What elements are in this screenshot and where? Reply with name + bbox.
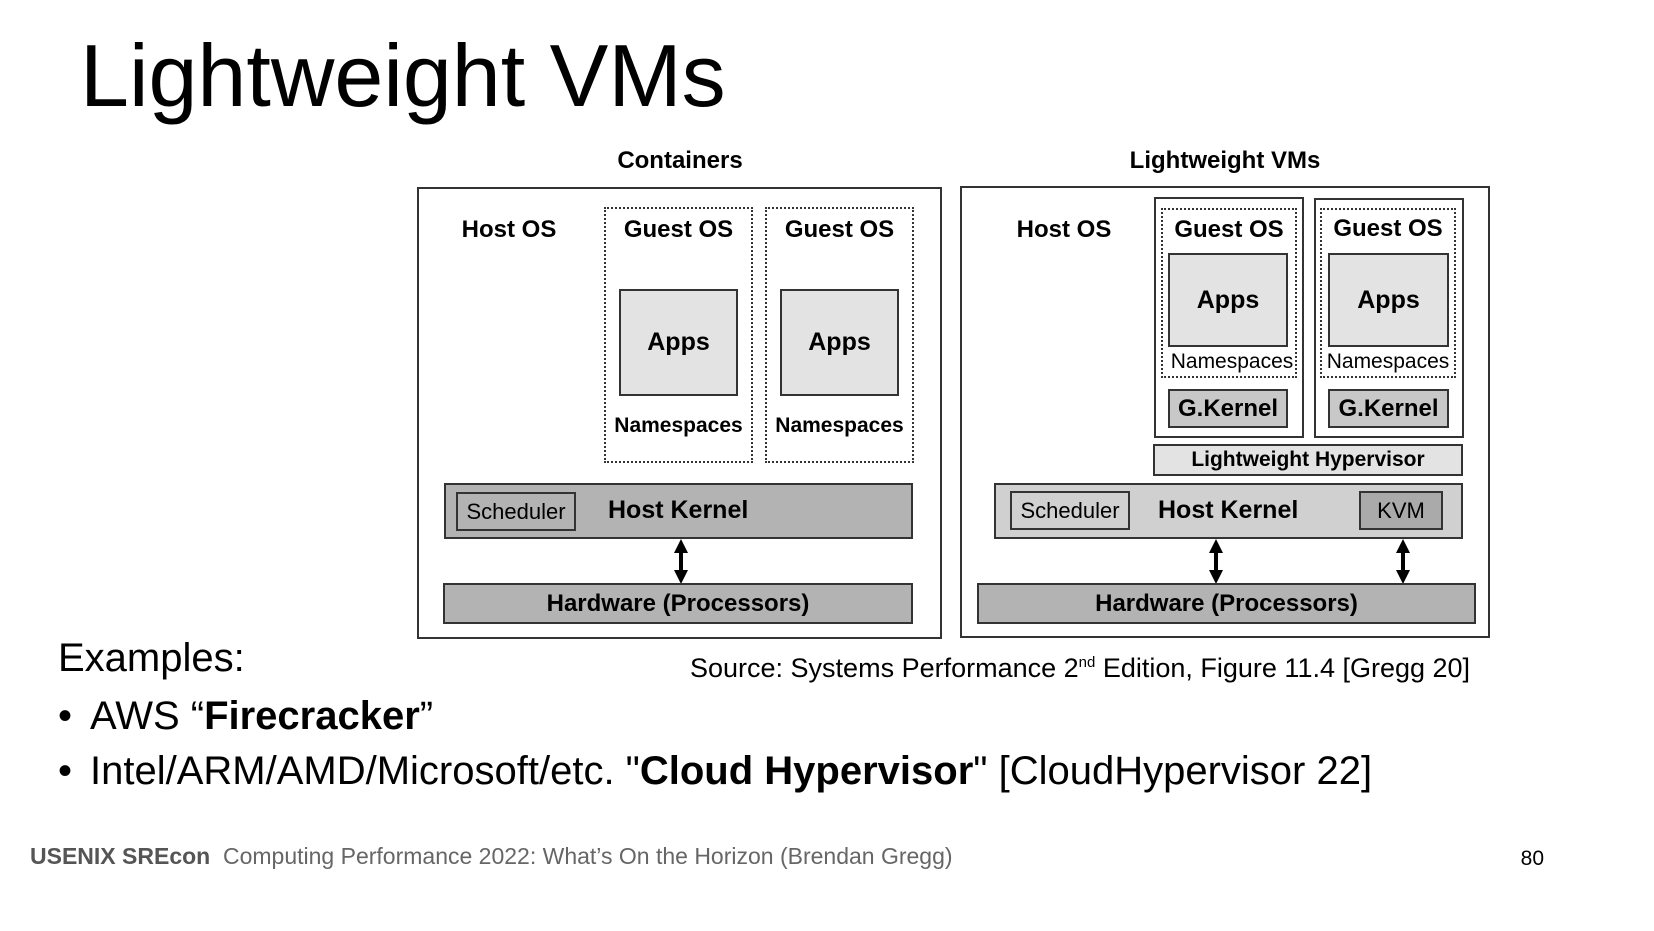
- lvm-apps-box-1: Apps: [1168, 253, 1288, 347]
- containers-host-os-label: Host OS: [461, 216, 557, 243]
- examples-heading: Examples:: [58, 636, 245, 680]
- source-prefix: Source: Systems Performance 2: [690, 653, 1079, 683]
- containers-namespaces-label-1: Namespaces: [614, 414, 743, 437]
- lvm-namespaces-label-1: Namespaces: [1170, 350, 1294, 373]
- page-number: 80: [1520, 847, 1544, 870]
- lvm-host-kernel-label: Host Kernel: [1158, 496, 1299, 524]
- slide-footer: USENIX SREcon Computing Performance 2022…: [30, 843, 953, 870]
- containers-apps-box-2: Apps: [780, 289, 899, 396]
- example-pre: AWS “: [90, 694, 205, 738]
- containers-guest-os-box-2: [765, 207, 914, 463]
- footer-talk: Computing Performance 2022: What’s On th…: [223, 843, 953, 869]
- containers-kernel-hardware-arrow-icon: [674, 539, 688, 584]
- containers-caption: Containers: [617, 147, 743, 174]
- lvm-kvm-box: KVM: [1359, 491, 1443, 530]
- slide-title: Lightweight VMs: [80, 26, 726, 125]
- source-suffix: Edition, Figure 11.4 [Gregg 20]: [1095, 653, 1471, 683]
- lvm-kernel-hardware-arrow-icon: [1209, 539, 1223, 584]
- example-pre: Intel/ARM/AMD/Microsoft/etc. ": [90, 749, 640, 793]
- lvm-scheduler-box: Scheduler: [1010, 491, 1130, 530]
- figure-source: Source: Systems Performance 2nd Edition,…: [690, 653, 1470, 684]
- lvm-guest-os-label-1: Guest OS: [1174, 216, 1284, 243]
- containers-scheduler-box: Scheduler: [456, 492, 576, 531]
- example-item-firecracker: • AWS “Firecracker”: [58, 694, 433, 739]
- lvm-guest-kernel-box-2: G.Kernel: [1328, 389, 1449, 428]
- lvm-hardware-bar: Hardware (Processors): [977, 583, 1476, 624]
- containers-hardware-bar: Hardware (Processors): [443, 583, 913, 624]
- bullet-icon: •: [58, 749, 73, 793]
- containers-guest-os-box-1: [604, 207, 753, 463]
- example-post: " [CloudHypervisor 22]: [973, 749, 1373, 793]
- lvm-guest-os-label-2: Guest OS: [1333, 215, 1443, 242]
- lvm-guest-kernel-box-1: G.Kernel: [1168, 389, 1288, 428]
- lvm-host-os-label: Host OS: [1016, 216, 1112, 243]
- source-superscript: nd: [1078, 654, 1096, 671]
- example-bold: Firecracker: [204, 694, 420, 738]
- containers-namespaces-label-2: Namespaces: [775, 414, 904, 437]
- containers-guest-os-label-1: Guest OS: [623, 216, 734, 243]
- bullet-icon: •: [58, 694, 73, 738]
- containers-apps-box-1: Apps: [619, 289, 738, 396]
- lvm-kvm-hardware-arrow-icon: [1396, 539, 1410, 584]
- containers-host-kernel-label: Host Kernel: [608, 496, 749, 524]
- lvm-guest-os-box-1: [1161, 208, 1297, 378]
- example-bold: Cloud Hypervisor: [639, 749, 974, 793]
- example-post: ”: [419, 694, 434, 738]
- footer-event: USENIX SREcon: [30, 843, 211, 869]
- containers-guest-os-label-2: Guest OS: [784, 216, 895, 243]
- example-item-cloud-hypervisor: • Intel/ARM/AMD/Microsoft/etc. "Cloud Hyp…: [58, 749, 1372, 794]
- lvm-hypervisor-bar: Lightweight Hypervisor: [1153, 444, 1463, 476]
- lvm-guest-os-box-2: [1320, 208, 1456, 378]
- lvm-caption: Lightweight VMs: [1129, 147, 1321, 174]
- lvm-apps-box-2: Apps: [1328, 253, 1449, 347]
- lvm-namespaces-label-2: Namespaces: [1326, 350, 1450, 373]
